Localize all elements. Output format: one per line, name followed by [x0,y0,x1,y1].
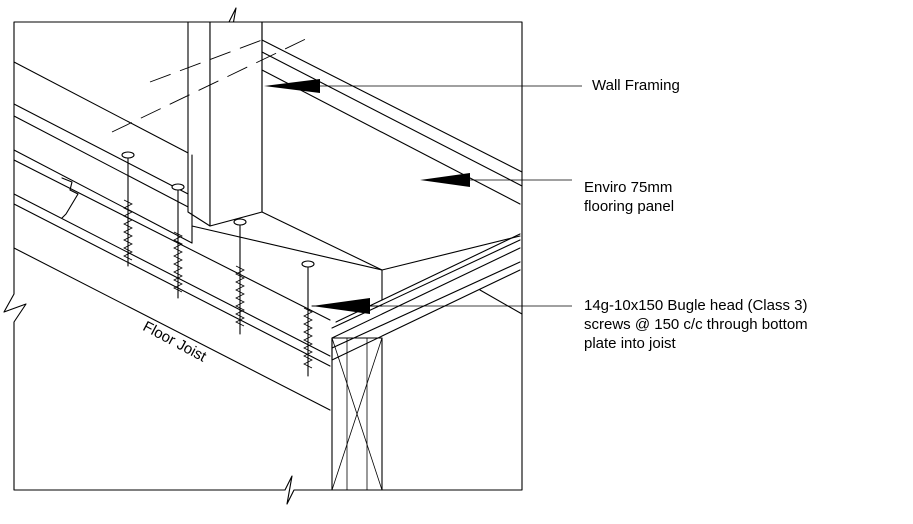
drawing-border [3,7,523,505]
screw [233,218,247,335]
screws-label-line2: screws @ 150 c/c through bottom [584,316,808,333]
leader-flooring-panel [420,173,572,187]
hidden-lines [111,35,313,133]
screws-label-line1: 14g-10x150 Bugle head (Class 3) [584,297,808,314]
flooring-panel-label-line2: flooring panel [584,198,675,215]
screw [171,183,185,299]
screw [121,151,135,267]
floor-joist [13,61,383,491]
screws-label-line3: plate into joist [584,335,676,352]
leader-wall-framing [264,79,582,93]
screw [301,260,315,377]
wall-framing [187,21,263,227]
flooring-panel-label-line1: Enviro 75mm [584,179,673,196]
leader-screws [312,298,572,314]
wall-framing-label: Wall Framing [592,77,680,94]
screws [121,151,315,377]
